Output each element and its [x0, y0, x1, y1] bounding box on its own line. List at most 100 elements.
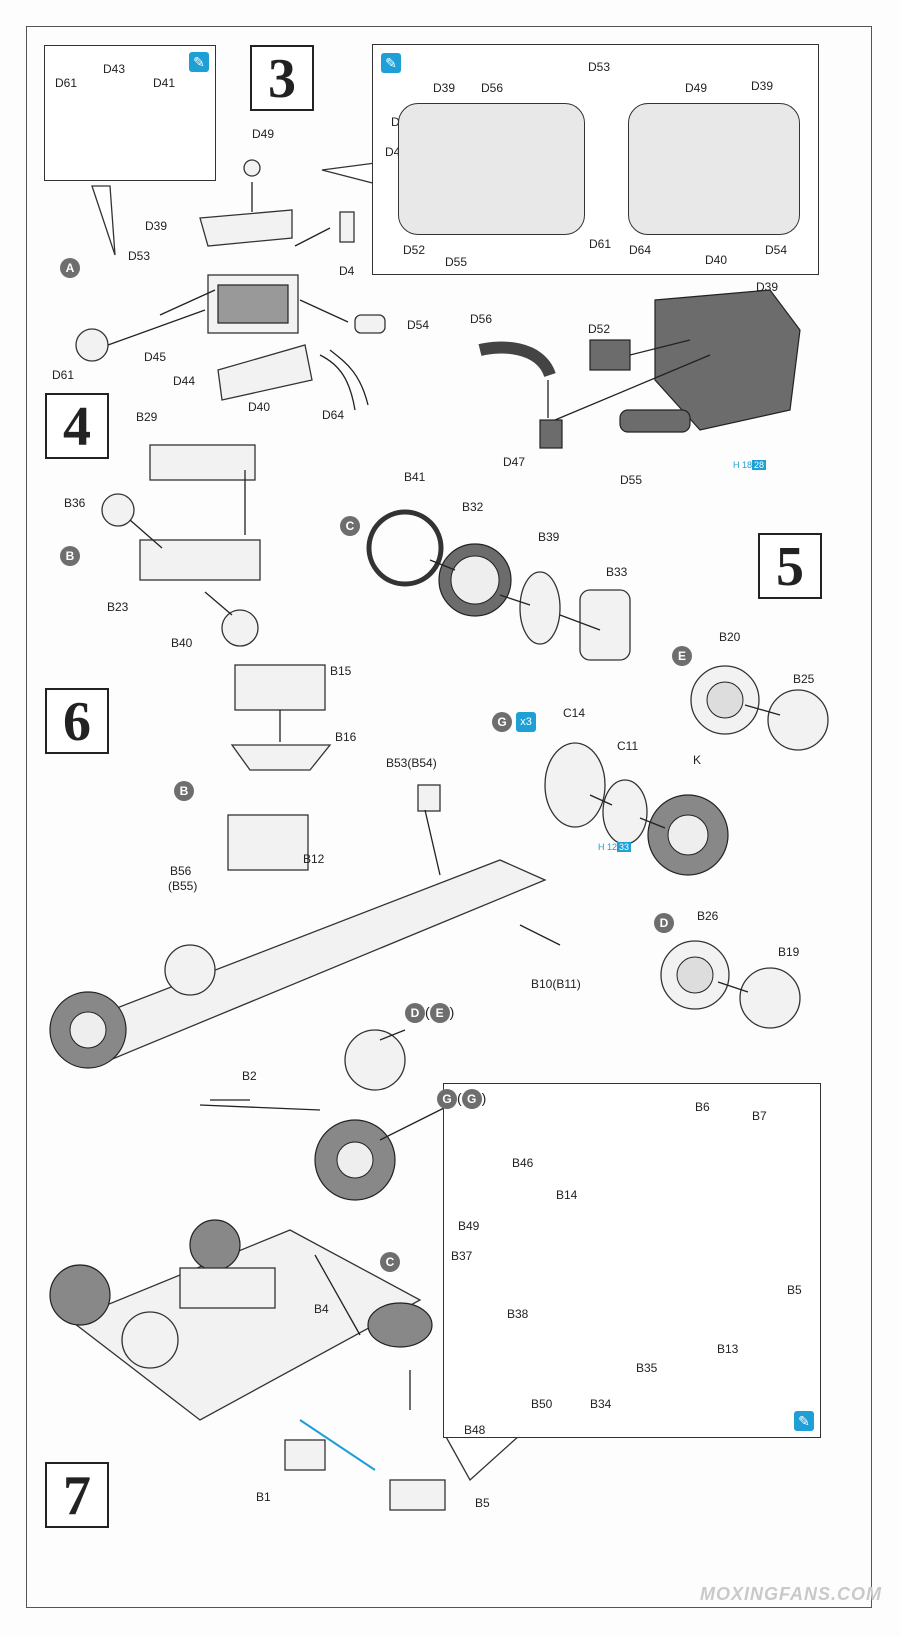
label-b37: B37 — [451, 1249, 473, 1263]
label-b41: B41 — [404, 470, 426, 484]
b41-ring — [366, 509, 444, 587]
c11-hub — [602, 779, 648, 845]
label-b48: B48 — [464, 1423, 486, 1437]
step-3-number: 3 — [250, 45, 314, 111]
label-d64: D64 — [322, 408, 345, 422]
callout-c: C — [380, 1252, 400, 1272]
label-d64: D64 — [629, 243, 652, 257]
engine-mounted — [227, 814, 309, 871]
label-d39: D39 — [433, 81, 456, 95]
b40-wheel — [221, 609, 259, 647]
callout-g-g: G(G) — [437, 1089, 486, 1109]
label-b49: B49 — [458, 1219, 480, 1233]
b15-tank — [234, 664, 326, 711]
label-d45: D45 — [144, 350, 167, 364]
label-b20: B20 — [719, 630, 741, 644]
front-wheel-right — [164, 944, 216, 996]
label-d56: D56 — [481, 81, 504, 95]
label-b6: B6 — [695, 1100, 710, 1114]
callout-c: C — [340, 516, 360, 536]
label-d61: D61 — [589, 237, 612, 251]
callout-e: E — [672, 646, 692, 666]
page-frame — [26, 26, 872, 1608]
label-d39b: D39 — [751, 79, 774, 93]
sprocket-step7 — [121, 1311, 179, 1369]
c-spare-wheel — [367, 1302, 433, 1348]
callout-e: E — [429, 1003, 450, 1023]
label-b12: B12 — [303, 852, 325, 866]
d47-part — [539, 419, 563, 449]
label-d55: D55 — [620, 473, 643, 487]
label-d61: D61 — [55, 76, 78, 90]
label-b25: B25 — [793, 672, 815, 686]
label-d41: D41 — [153, 76, 176, 90]
label-b13: B13 — [717, 1342, 739, 1356]
d39-head-cover — [199, 209, 293, 247]
inset-step7-pointer — [443, 1434, 522, 1482]
label-d55: D55 — [445, 255, 468, 269]
label-b33: B33 — [606, 565, 628, 579]
label-b5: B5 — [475, 1496, 490, 1510]
label-b29: B29 — [136, 410, 158, 424]
engine-block-detail — [217, 284, 289, 324]
step-4-number: 4 — [45, 393, 109, 459]
chassis-frame — [58, 859, 547, 1061]
label-d4: D4 — [339, 264, 355, 278]
label-k: K — [693, 753, 702, 767]
label-b34: B34 — [590, 1397, 612, 1411]
label-b40: B40 — [171, 636, 193, 650]
quantity-x3-icon: x3 — [516, 712, 536, 732]
b1-step7 — [284, 1439, 326, 1471]
b4-shaft — [314, 1254, 361, 1336]
d49-cap — [243, 159, 261, 177]
label-b14: B14 — [556, 1188, 578, 1202]
b53-part — [417, 784, 441, 812]
blue-cable — [299, 1419, 376, 1471]
label-b4: B4 — [314, 1302, 329, 1316]
d54-part — [354, 314, 386, 334]
c14-tire-ring — [544, 742, 606, 828]
wheel-step7-a — [49, 1264, 111, 1326]
callout-g: G — [492, 712, 512, 732]
step-5-number: 5 — [758, 533, 822, 599]
label-b53: B53(B54) — [386, 756, 437, 770]
b19-wheel — [739, 967, 801, 1029]
label-d40: D40 — [705, 253, 728, 267]
label-b36: B36 — [64, 496, 86, 510]
label-d49: D49 — [252, 127, 275, 141]
tool-icon: ✎ — [381, 53, 401, 73]
d64-manifold — [319, 349, 369, 411]
callout-a: A — [60, 258, 80, 278]
b2-rod — [199, 1104, 321, 1111]
engine-left-view — [398, 103, 585, 235]
rear-sprocket-d — [344, 1029, 406, 1091]
d4-part — [339, 211, 355, 243]
transmission-body — [139, 539, 261, 581]
label-b56: B56 — [170, 864, 192, 878]
label-b23: B23 — [107, 600, 129, 614]
d56-hose — [478, 341, 556, 378]
inset-fan-detail: ✎ D61 D43 D41 — [44, 45, 216, 181]
engine-assembled — [654, 289, 801, 431]
label-b1: B1 — [256, 1490, 271, 1504]
d40-pan — [217, 344, 313, 401]
wheel-step7-b — [189, 1219, 241, 1271]
b25-wheel — [767, 689, 829, 751]
label-c11: C11 — [617, 739, 639, 753]
b39-drum — [519, 571, 561, 645]
d52-part — [589, 339, 631, 371]
watermark: MOXINGFANS.COM — [700, 1584, 883, 1604]
label-b7: B7 — [752, 1109, 767, 1123]
label-b19: B19 — [778, 945, 800, 959]
step-6-number: 6 — [45, 688, 109, 754]
label-b15: B15 — [330, 664, 352, 678]
label-d49: D49 — [685, 81, 708, 95]
label-d39: D39 — [145, 219, 168, 233]
label-b26: B26 — [697, 909, 719, 923]
label-c14: C14 — [563, 706, 586, 720]
label-d56: D56 — [470, 312, 493, 326]
label-d44: D44 — [173, 374, 196, 388]
